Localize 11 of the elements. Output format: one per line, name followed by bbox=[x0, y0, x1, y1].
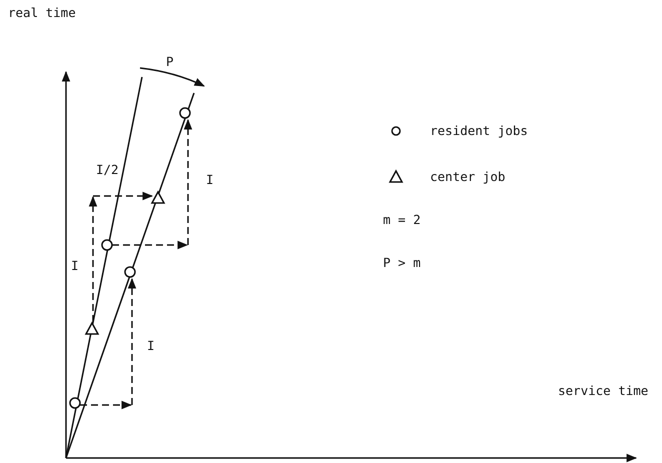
condition-text: P > m bbox=[383, 255, 421, 270]
condition-text: m = 2 bbox=[383, 212, 421, 227]
legend-label: resident jobs bbox=[430, 123, 528, 138]
axis-label: service time bbox=[558, 383, 648, 398]
legend-label: center job bbox=[430, 169, 506, 184]
arc-label: P bbox=[166, 54, 174, 69]
interval-label: I/2 bbox=[96, 162, 119, 177]
interval-label: I bbox=[71, 258, 79, 273]
interval-label: I bbox=[147, 338, 155, 353]
interval-label: I bbox=[206, 172, 214, 187]
axis-label: real time bbox=[8, 5, 76, 20]
